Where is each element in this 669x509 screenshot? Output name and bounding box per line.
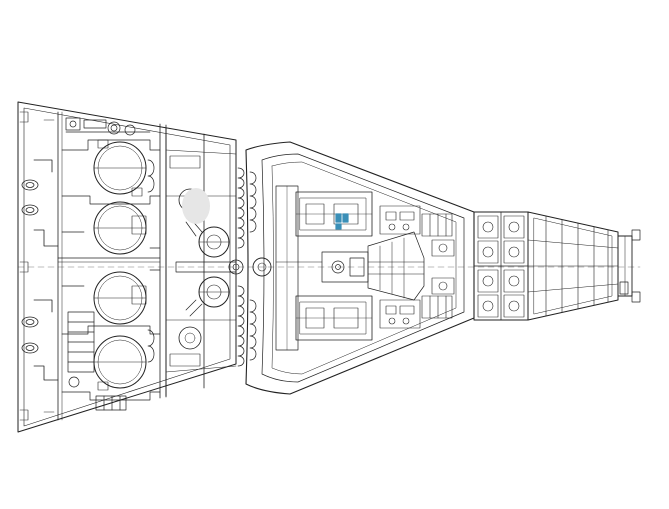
heat-shield-coils (237, 167, 257, 367)
electronics-box-lower (67, 311, 127, 411)
valve-cluster-upper (65, 117, 151, 136)
equipment-bay-lower (379, 277, 455, 329)
retro-rocket-2 (185, 276, 230, 317)
crew-cabin (182, 141, 475, 395)
rcs-thruster-blocks (477, 215, 525, 318)
crew-seat-upper (295, 191, 373, 237)
crew-seat-lower (295, 295, 373, 341)
equipment-bay-upper (379, 205, 455, 257)
equipment-module-hull (17, 101, 237, 433)
nose-shell (527, 211, 619, 321)
spherical-tank-4 (93, 335, 147, 391)
retrograde-section (165, 127, 244, 397)
retro-rocket-1 (185, 217, 230, 258)
spherical-tank-2 (93, 201, 147, 255)
hull-fixtures (21, 159, 59, 381)
rendezvous-section (527, 211, 641, 321)
spherical-tank-1 (93, 139, 147, 197)
spherical-tank-3 (93, 271, 147, 325)
retro-rocket-4 (178, 326, 202, 350)
rcs-module (473, 211, 529, 321)
window-reflection (182, 188, 210, 224)
instrument-console (321, 231, 425, 301)
accent-components (335, 213, 349, 230)
crew-cabin-outer-shell (245, 141, 475, 395)
plumbing-lines (61, 139, 161, 401)
